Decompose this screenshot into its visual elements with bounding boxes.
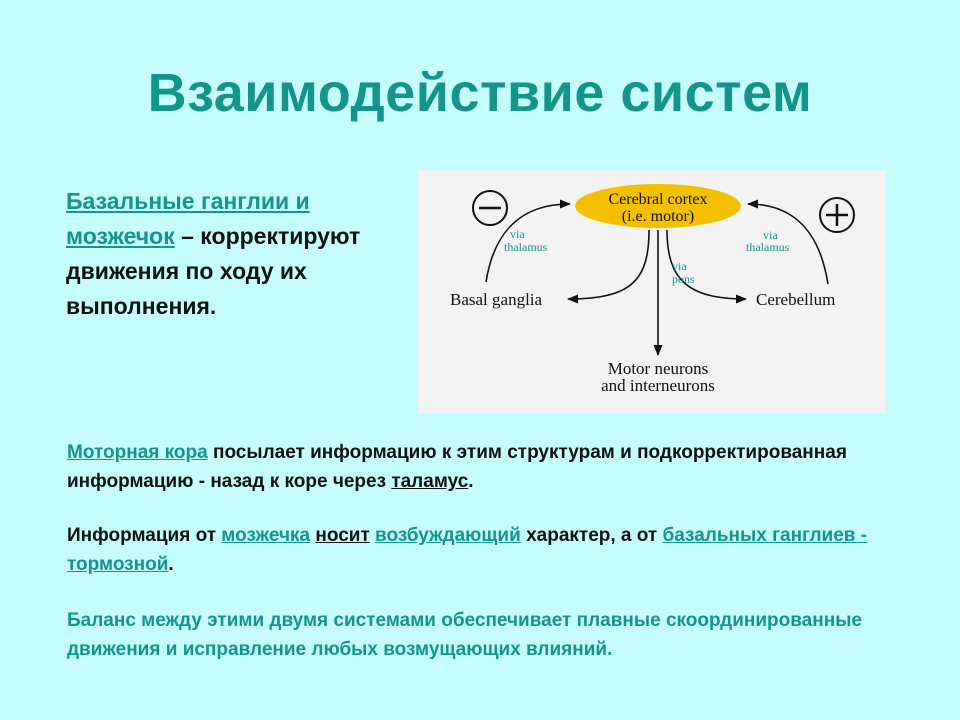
- cerebellum-label: Cerebellum: [756, 290, 835, 309]
- text-segment[interactable]: базальных ганглиев - тормозной: [67, 525, 868, 575]
- cerebellum-link[interactable]: мозжечок: [66, 223, 175, 249]
- via-thalamus-right-2: thalamus: [746, 240, 790, 254]
- paragraph-balance: Баланс между этими двумя системами обесп…: [67, 606, 907, 664]
- cortex-oval: [575, 184, 741, 228]
- text-segment: таламус: [391, 471, 469, 492]
- basal-ganglia-link[interactable]: Базальные ганглии: [66, 188, 290, 214]
- text-segment[interactable]: Моторная кора: [67, 442, 208, 463]
- text-segment: Информация от: [67, 525, 222, 546]
- cortex-to-cerebellum-arrow: [666, 229, 748, 304]
- text-segment: .: [468, 471, 474, 492]
- intro-rest: – корректируют движения по ходу их выпол…: [66, 223, 361, 319]
- intro-and: и: [289, 188, 310, 214]
- basal-to-cortex-arrow: [485, 199, 572, 283]
- paragraph-motor-cortex: Моторная кора посылает информацию к этим…: [67, 438, 907, 496]
- text-segment[interactable]: мозжечка: [221, 525, 311, 546]
- motor-neurons-label-2: and interneurons: [601, 376, 715, 395]
- inhibitory-minus-icon: [472, 190, 508, 226]
- motor-control-diagram: Cerebral cortex (i.e. motor) via thalamu…: [418, 170, 886, 413]
- cortex-label-2: (i.e. motor): [622, 208, 694, 225]
- motor-neurons-label-1: Motor neurons: [608, 359, 709, 378]
- via-thalamus-left-1: via: [510, 227, 525, 241]
- text-segment: посылает информацию к этим структурам и …: [67, 442, 847, 492]
- intro-text: Базальные ганглии и мозжечок – корректир…: [66, 184, 396, 324]
- text-segment: Баланс между этими двумя системами обесп…: [67, 610, 862, 660]
- cortex-to-basal-arrow: [566, 229, 650, 304]
- text-segment: носит: [315, 525, 370, 546]
- via-thalamus-right-1: via: [763, 228, 778, 242]
- via-thalamus-left-2: thalamus: [504, 240, 548, 254]
- text-segment: .: [168, 554, 174, 575]
- basal-ganglia-label: Basal ganglia: [450, 290, 543, 309]
- cortex-label-1: Cerebral cortex: [608, 191, 707, 208]
- text-segment: характер, а от: [520, 525, 663, 546]
- excitatory-plus-icon: [819, 197, 855, 233]
- text-segment[interactable]: возбуждающий: [375, 525, 521, 546]
- cerebellum-to-cortex-arrow: [746, 199, 829, 285]
- paragraph-information: Информация от мозжечка носит возбуждающи…: [67, 521, 907, 579]
- slide-title: Взаимодействие систем: [147, 63, 813, 123]
- via-pons-1: via: [672, 259, 687, 273]
- via-pons-2: pons: [672, 272, 695, 286]
